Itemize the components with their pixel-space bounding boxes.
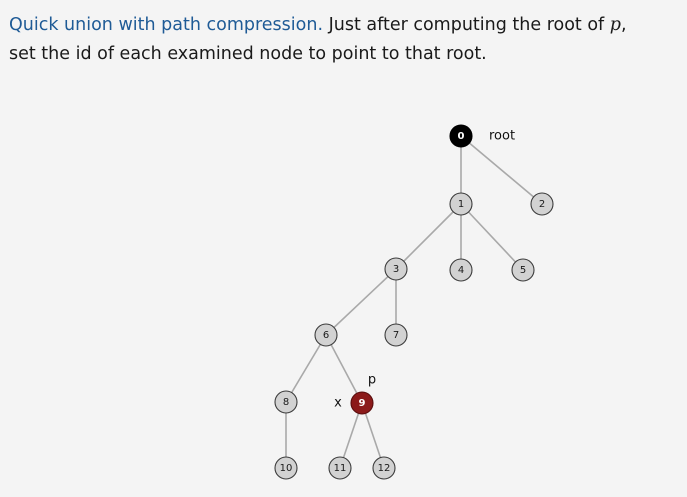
node-circle — [384, 257, 408, 281]
node-9: 9 — [350, 391, 374, 415]
node-label: 3 — [393, 264, 399, 275]
node-5: 5 — [511, 258, 535, 282]
node-circle — [314, 323, 338, 347]
heading-line-1: Quick union with path compression. Just … — [9, 11, 679, 40]
annotation-p: p — [368, 373, 376, 388]
annotation-root: root — [489, 129, 515, 144]
annotation-x: x — [334, 396, 342, 411]
edges-layer — [285, 135, 543, 469]
node-label: 2 — [539, 199, 545, 210]
node-label: 7 — [393, 330, 399, 341]
edge-6-8 — [285, 334, 327, 403]
edge-1-3 — [395, 203, 462, 270]
node-11: 11 — [328, 456, 352, 480]
edge-3-6 — [325, 268, 397, 336]
node-3: 3 — [384, 257, 408, 281]
annotations-layer: root p x — [334, 129, 515, 411]
node-10: 10 — [274, 456, 298, 480]
node-8: 8 — [274, 390, 298, 414]
node-circle — [530, 192, 554, 216]
node-circle — [274, 390, 298, 414]
heading-text: Just after computing the root of — [328, 15, 605, 35]
node-6: 6 — [314, 323, 338, 347]
node-12: 12 — [372, 456, 396, 480]
node-circle — [449, 124, 473, 148]
node-0: 0 — [449, 124, 473, 148]
edge-6-9 — [325, 334, 363, 404]
node-circle — [328, 456, 352, 480]
node-4: 4 — [449, 258, 473, 282]
node-label: 0 — [458, 131, 465, 142]
heading: Quick union with path compression. Just … — [9, 11, 679, 69]
heading-lead: Quick union with path compression. — [9, 15, 324, 35]
heading-variable: p — [609, 15, 621, 35]
node-label: 8 — [283, 397, 289, 408]
node-label: 4 — [458, 265, 464, 276]
node-circle — [384, 323, 408, 347]
node-1: 1 — [449, 192, 473, 216]
node-circle — [511, 258, 535, 282]
node-circle — [449, 192, 473, 216]
edge-1-5 — [460, 203, 524, 271]
node-label: 1 — [458, 199, 464, 210]
node-label: 10 — [280, 463, 293, 474]
node-label: 5 — [520, 265, 526, 276]
node-label: 6 — [323, 330, 329, 341]
node-7: 7 — [384, 323, 408, 347]
node-label: 9 — [359, 398, 366, 409]
node-2: 2 — [530, 192, 554, 216]
node-label: 11 — [334, 463, 347, 474]
heading-line-2: set the id of each examined node to poin… — [9, 44, 487, 64]
node-label: 12 — [378, 463, 391, 474]
heading-punctuation: , — [621, 15, 627, 35]
node-circle — [372, 456, 396, 480]
edge-0-2 — [460, 135, 543, 205]
node-circle — [350, 391, 374, 415]
node-circle — [274, 456, 298, 480]
node-circle — [449, 258, 473, 282]
